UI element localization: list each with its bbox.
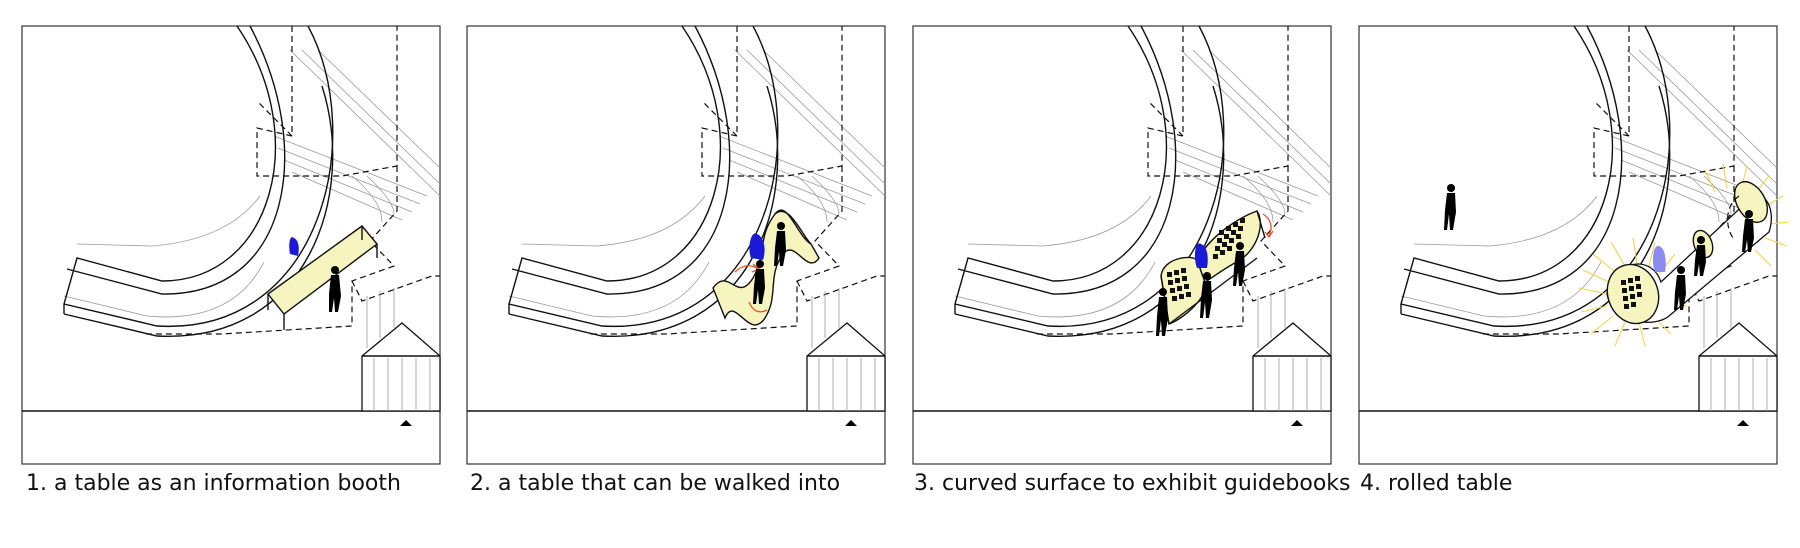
visitor-figure — [774, 222, 786, 266]
light-rays — [1578, 163, 1790, 347]
visitor-figure-light-blue — [1652, 245, 1666, 272]
panel-2 — [466, 25, 886, 465]
walk-in-wave-table — [712, 209, 820, 326]
visitor-figure — [1674, 266, 1686, 310]
visitor-figure-blue — [749, 233, 765, 260]
guidebook-grid — [1213, 218, 1245, 259]
movement-arrow — [1262, 213, 1274, 239]
panel-caption: 1. a table as an information booth — [26, 471, 401, 496]
guidebook-grid — [1621, 276, 1642, 309]
panel-4 — [1358, 25, 1790, 465]
visitor-figure — [1694, 236, 1706, 276]
visitor-figure — [1742, 210, 1754, 252]
visitor-figure — [329, 266, 341, 312]
visitor-figure-blue — [289, 237, 299, 256]
movement-arrow — [748, 301, 768, 313]
visitor-figure — [1156, 288, 1168, 336]
visitor-figure — [1200, 272, 1212, 318]
panel-1 — [21, 25, 441, 465]
visitor-figure — [1233, 242, 1245, 286]
panel-caption: 4. rolled table — [1360, 471, 1513, 496]
panel-caption: 2. a table that can be walked into — [470, 471, 841, 496]
panel-caption: 3. curved surface to exhibit guidebooks — [914, 471, 1351, 496]
panel-3 — [912, 25, 1332, 465]
visitor-figure — [1444, 184, 1456, 230]
visitor-figure — [753, 260, 765, 304]
information-booth-table — [266, 225, 379, 330]
guidebook-grid — [1167, 268, 1191, 301]
visitor-figure-blue — [1194, 243, 1208, 268]
